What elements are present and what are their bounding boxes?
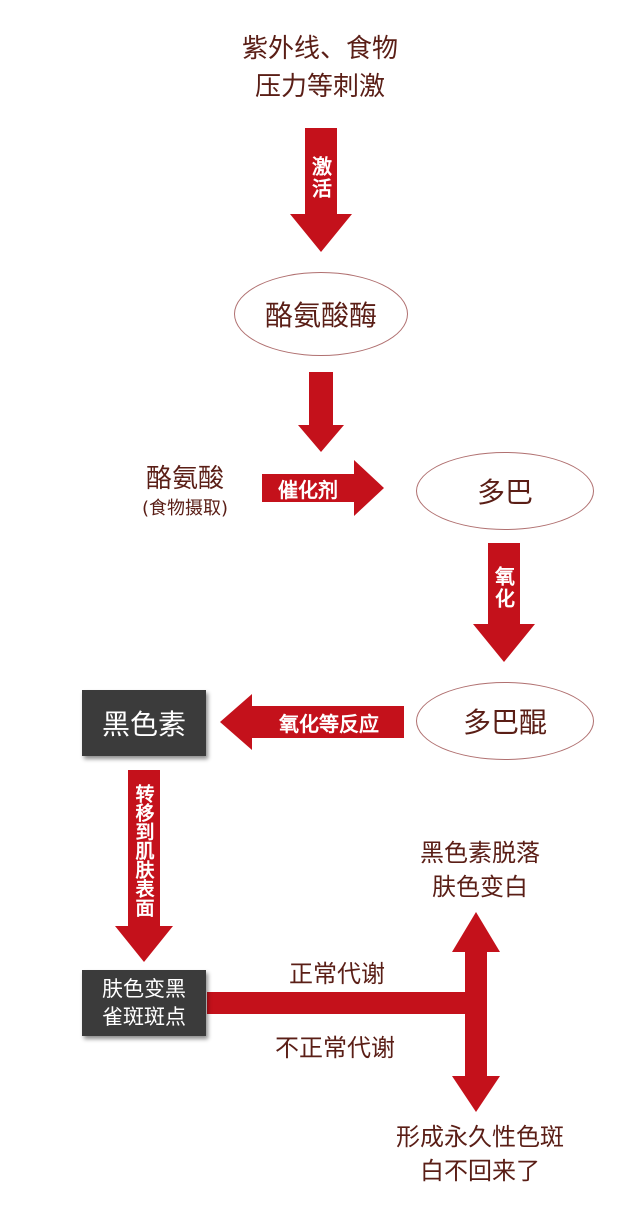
reaction-arrow xyxy=(220,694,404,750)
outcome-good-line2: 肤色变白 xyxy=(432,873,528,901)
tyrosinase-node: 酪氨酸酶 xyxy=(234,272,408,356)
catalyst-label: 催化剂 xyxy=(278,477,338,502)
outcome-bad-line1: 形成永久性色斑 xyxy=(396,1123,564,1151)
stimulus-line2: 压力等刺激 xyxy=(254,72,385,102)
outcome-bad: 形成永久性色斑 白不回来了 xyxy=(360,1120,600,1188)
normal-metabolism-label: 正常代谢 xyxy=(289,960,385,988)
melanin-label: 黑色素 xyxy=(101,708,186,741)
stimulus-text: 紫外线、食物 压力等刺激 xyxy=(200,30,440,106)
outcome-bad-line2: 白不回来了 xyxy=(420,1157,540,1185)
tyrosine-label: 酪氨酸 xyxy=(145,464,224,494)
oxidize-label: 氧化 xyxy=(491,566,516,610)
outcome-good: 黑色素脱落 肤色变白 xyxy=(380,836,580,904)
skin-dark-line2: 雀斑斑点 xyxy=(102,1005,186,1029)
normal-up-arrow xyxy=(452,912,500,952)
branch-trunk xyxy=(465,950,487,1080)
activate-arrow xyxy=(290,128,352,252)
dopa-node: 多巴 xyxy=(416,452,594,530)
skin-dark-node: 肤色变黑 雀斑斑点 xyxy=(82,970,206,1036)
reaction-label: 氧化等反应 xyxy=(279,711,379,736)
transfer-arrow xyxy=(115,770,173,962)
oxidize-arrow xyxy=(473,543,535,662)
dopaquinone-node: 多巴醌 xyxy=(416,682,594,760)
transfer-label: 转移到肌肤表面 xyxy=(132,783,155,917)
dopa-label: 多巴 xyxy=(476,476,533,509)
tyrosinase-label: 酪氨酸酶 xyxy=(264,299,377,332)
tyrosine-sub: (食物摄取) xyxy=(141,498,229,519)
catalyze-down-arrow xyxy=(298,372,344,452)
abnormal-metabolism-label: 不正常代谢 xyxy=(275,1034,395,1062)
activate-label: 激活 xyxy=(308,156,333,200)
catalyst-arrow xyxy=(262,460,384,516)
dopaquinone-label: 多巴醌 xyxy=(462,706,547,739)
abnormal-down-arrow xyxy=(452,1076,500,1112)
tyrosine-text: 酪氨酸 (食物摄取) xyxy=(120,462,250,522)
stimulus-line1: 紫外线、食物 xyxy=(241,34,398,64)
skin-dark-line1: 肤色变黑 xyxy=(102,977,186,1001)
branch-bar xyxy=(207,992,465,1014)
outcome-good-line1: 黑色素脱落 xyxy=(420,839,540,867)
melanin-node: 黑色素 xyxy=(82,690,206,756)
